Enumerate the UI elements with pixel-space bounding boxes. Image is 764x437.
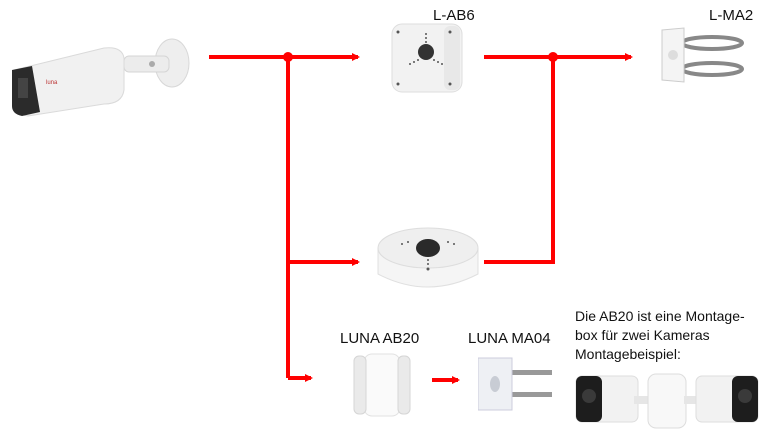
- dual-camera-example-icon: [575, 373, 759, 429]
- note-line: box für zwei Kameras: [575, 327, 710, 343]
- round-junction-box-icon: [377, 227, 479, 288]
- camera-icon: luna: [12, 38, 190, 117]
- junction-dot: [548, 52, 558, 62]
- edge-roundbox-ma2: [484, 57, 555, 264]
- pole-mount-bracket-icon: [661, 27, 744, 83]
- note-line: Die AB20 ist eine Montage-: [575, 308, 745, 324]
- pole-mount-bracket-icon: [477, 357, 552, 411]
- ab20-note: Die AB20 ist eine Montage- box für zwei …: [575, 307, 745, 364]
- label-luna-ab20: LUNA AB20: [340, 330, 420, 347]
- dual-camera-mount-box-icon: [353, 353, 411, 417]
- l-ma2-image: [660, 26, 750, 86]
- square-junction-box-icon: [391, 23, 463, 93]
- l-ab6-image: [388, 20, 468, 100]
- label-l-ma2: L-MA2: [709, 7, 754, 24]
- svg-text:luna: luna: [46, 80, 58, 86]
- round-junction-box-image: [372, 220, 484, 300]
- luna-ab20-image: [352, 350, 412, 420]
- bullet-camera-image: luna: [4, 18, 194, 118]
- note-line: Montagebeispiel:: [575, 346, 681, 362]
- label-l-ab6: L-AB6: [433, 7, 475, 24]
- mounting-example-image: [574, 370, 760, 432]
- luna-ma04-image: [477, 356, 558, 412]
- junction-dot: [283, 52, 293, 62]
- label-luna-ma04: LUNA MA04: [468, 330, 551, 347]
